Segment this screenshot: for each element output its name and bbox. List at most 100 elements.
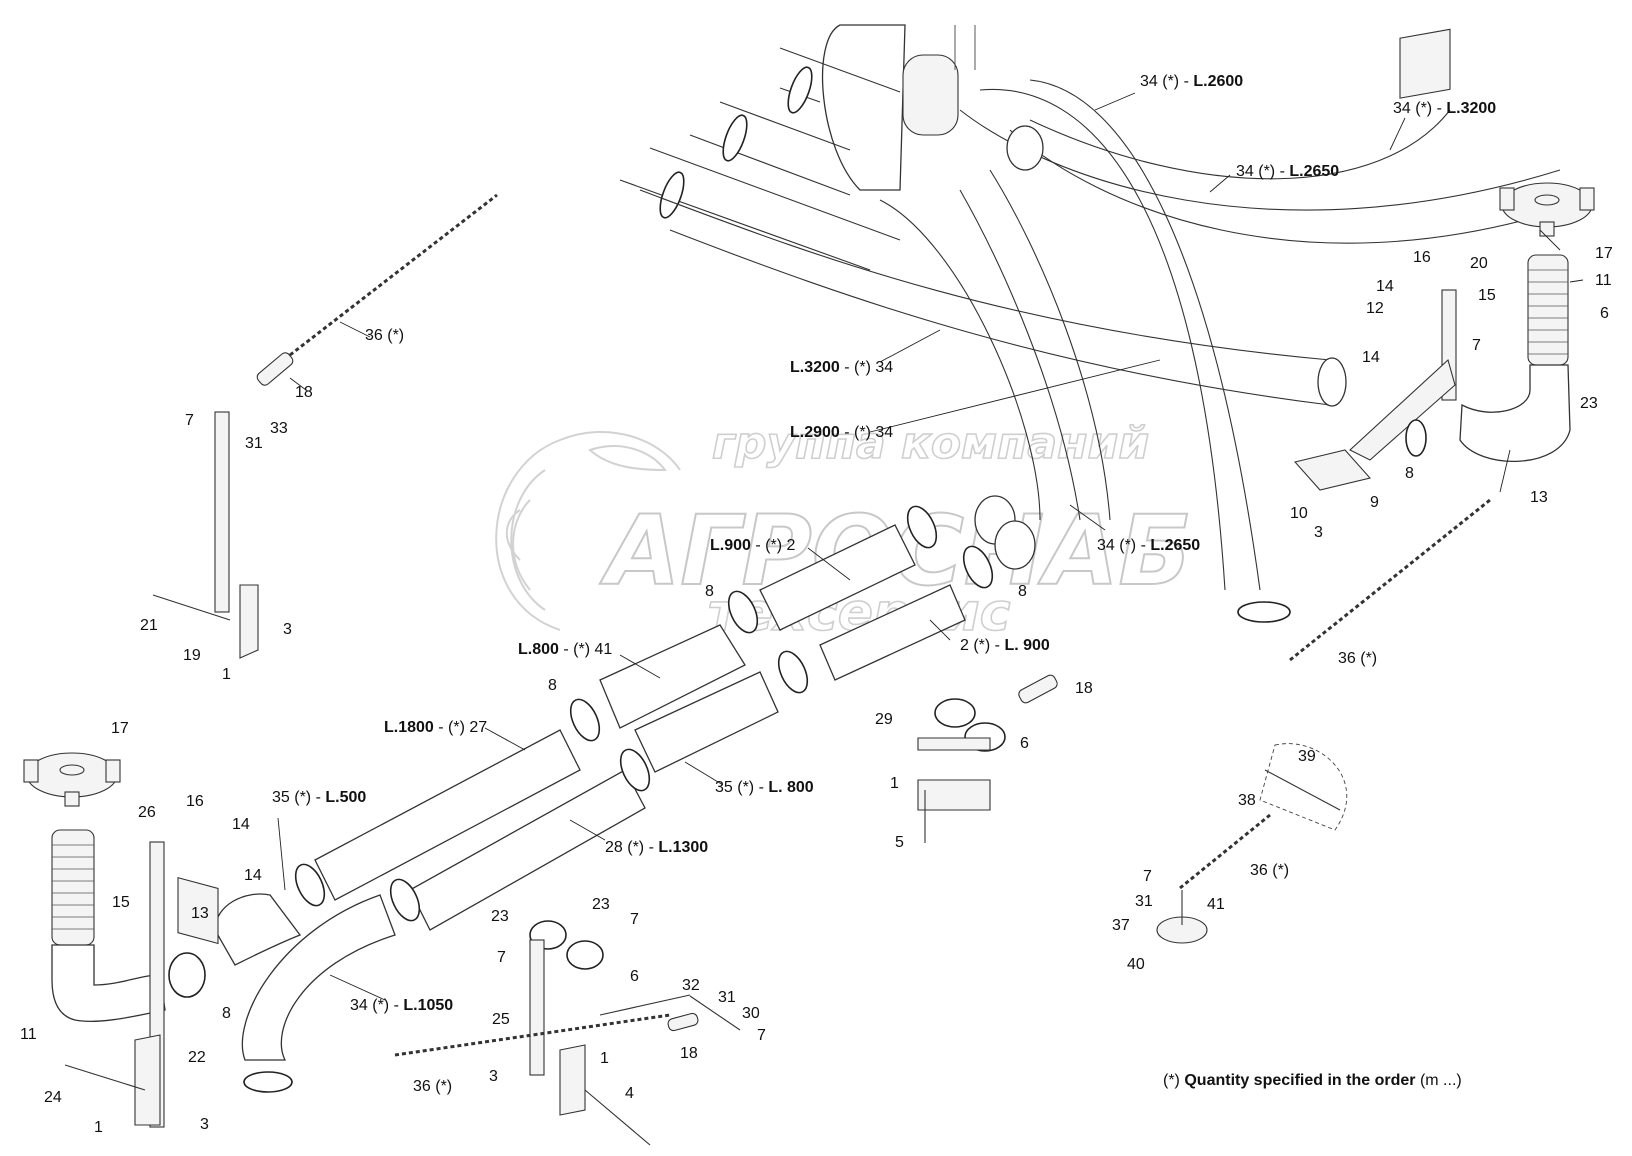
callout: 11 [1595,272,1612,289]
pipe-label-34-2650-top: 34 (*) - L.2650 [1236,163,1339,180]
footnote-prefix: (*) [1163,1072,1180,1089]
pipe-label-900-2: L.900 - (*) 2 [710,537,795,554]
footnote-bold: Quantity specified in the order [1184,1072,1416,1089]
callout: 23 [592,896,610,913]
pipe-label-2900-34: L.2900 - (*) 34 [790,424,893,441]
pipe-end-mid-2 [994,520,1036,570]
tensioner-lower [667,1012,699,1032]
callout: 3 [283,621,292,638]
callout: 13 [1530,489,1548,506]
callout: 15 [112,894,130,911]
callout: 1 [890,775,899,792]
watermark: группа компаний АГРОСНАБ техсервис [495,417,1193,644]
callout: 7 [1143,868,1152,885]
leader-lines [277,92,1584,1001]
tensioner-upper [256,352,294,386]
tensioner-middle [1018,674,1058,704]
callout: 26 [138,804,156,821]
callout: 40 [1127,956,1145,973]
callout: 33 [270,420,288,437]
lower-left-assembly [23,752,219,1128]
callout: 18 [295,384,313,401]
pipe-label-2-900: 2 (*) - L. 900 [960,637,1050,654]
watermark-line1: группа компаний [712,418,1149,469]
support-arm-right [1349,358,1456,461]
lower-right-plate-assembly [1156,743,1348,944]
callout: 14 [1362,349,1380,366]
callout: 1 [600,1050,609,1067]
callout: 23 [491,908,509,925]
callout: 14 [232,816,250,833]
quantity-footnote: (*) Quantity specified in the order (m .… [1163,1072,1462,1090]
callout: 36 (*) [413,1078,452,1095]
callout: 21 [140,617,158,634]
callout: 29 [875,711,893,728]
callout: 31 [245,435,263,452]
callout: 31 [1135,893,1153,910]
bellows-right [1527,254,1569,366]
callout: 31 [718,989,736,1006]
callout: 16 [186,793,204,810]
watermark-emblem [495,431,681,631]
callout: 9 [1370,494,1379,511]
bracket-plate-left [177,876,219,945]
clamp-top-2 [722,114,748,162]
callout: 12 [1366,300,1384,317]
callout: 1 [222,666,231,683]
bracket-plate-right [1399,28,1451,99]
lower-middle-hanger-assembly [394,920,741,1146]
callout: 22 [188,1049,206,1066]
clamp-top-1 [787,66,813,114]
callout: 6 [1020,735,1029,752]
pipe-label-34-3200-top: 34 (*) - L.3200 [1393,100,1496,117]
pipe-41 [599,624,746,729]
clamp-bottom [243,1071,293,1093]
bracket-upper-left [239,584,259,659]
detail-circle [1259,743,1348,831]
callout: 8 [1405,465,1414,482]
pole-upper-left [214,411,230,613]
fan-flange [902,54,959,136]
callout: 36 (*) [365,327,404,344]
callout: 38 [1238,792,1256,809]
bellows-left [51,829,95,946]
callout: 4 [625,1085,634,1102]
callout: 7 [630,911,639,928]
pipe-end-right [1317,357,1347,407]
callout: 3 [489,1068,498,1085]
callout: 3 [1314,524,1323,541]
callouts: 36 (*) 18 33 7 31 21 3 19 1 17 11 16 20 … [20,245,1613,1136]
callout: 18 [1075,680,1093,697]
callout: 19 [183,647,201,664]
bracket-lower-left [134,1034,161,1126]
callout: 7 [185,412,194,429]
pipe-label-35-800: 35 (*) - L. 800 [715,779,814,796]
callout: 17 [1595,245,1613,262]
right-distributor-assembly [1289,28,1595,662]
callout: 24 [44,1089,62,1106]
callout: 1 [94,1119,103,1136]
callout: 25 [492,1011,510,1028]
callout: 10 [1290,505,1308,522]
callout: 17 [111,720,129,737]
pipe-label-800-41: L.800 - (*) 41 [518,641,612,658]
pipe-label-34-1050: 34 (*) - L.1050 [350,997,453,1014]
callout: 11 [20,1026,37,1043]
callout: 7 [497,949,506,966]
hanger-post-lower [529,939,545,1076]
pipe-35-800 [634,671,779,773]
bolt-21 [152,594,231,621]
callout: 8 [705,583,714,600]
base-plate-right [1293,449,1372,491]
callout: 6 [630,968,639,985]
callout: 13 [191,905,209,922]
callout: 36 (*) [1250,862,1289,879]
pipe-27 [314,729,581,901]
pipe-34-1050 [241,894,396,1061]
pipe-label-34-2600: 34 (*) - L.2600 [1140,73,1243,90]
clamp-top-3 [659,171,685,219]
middle-hanger-assembly [917,674,1058,843]
callout: 6 [1600,305,1609,322]
pipe-label-28-1300: 28 (*) - L.1300 [605,839,708,856]
footnote-suffix: (m ...) [1419,1072,1462,1089]
